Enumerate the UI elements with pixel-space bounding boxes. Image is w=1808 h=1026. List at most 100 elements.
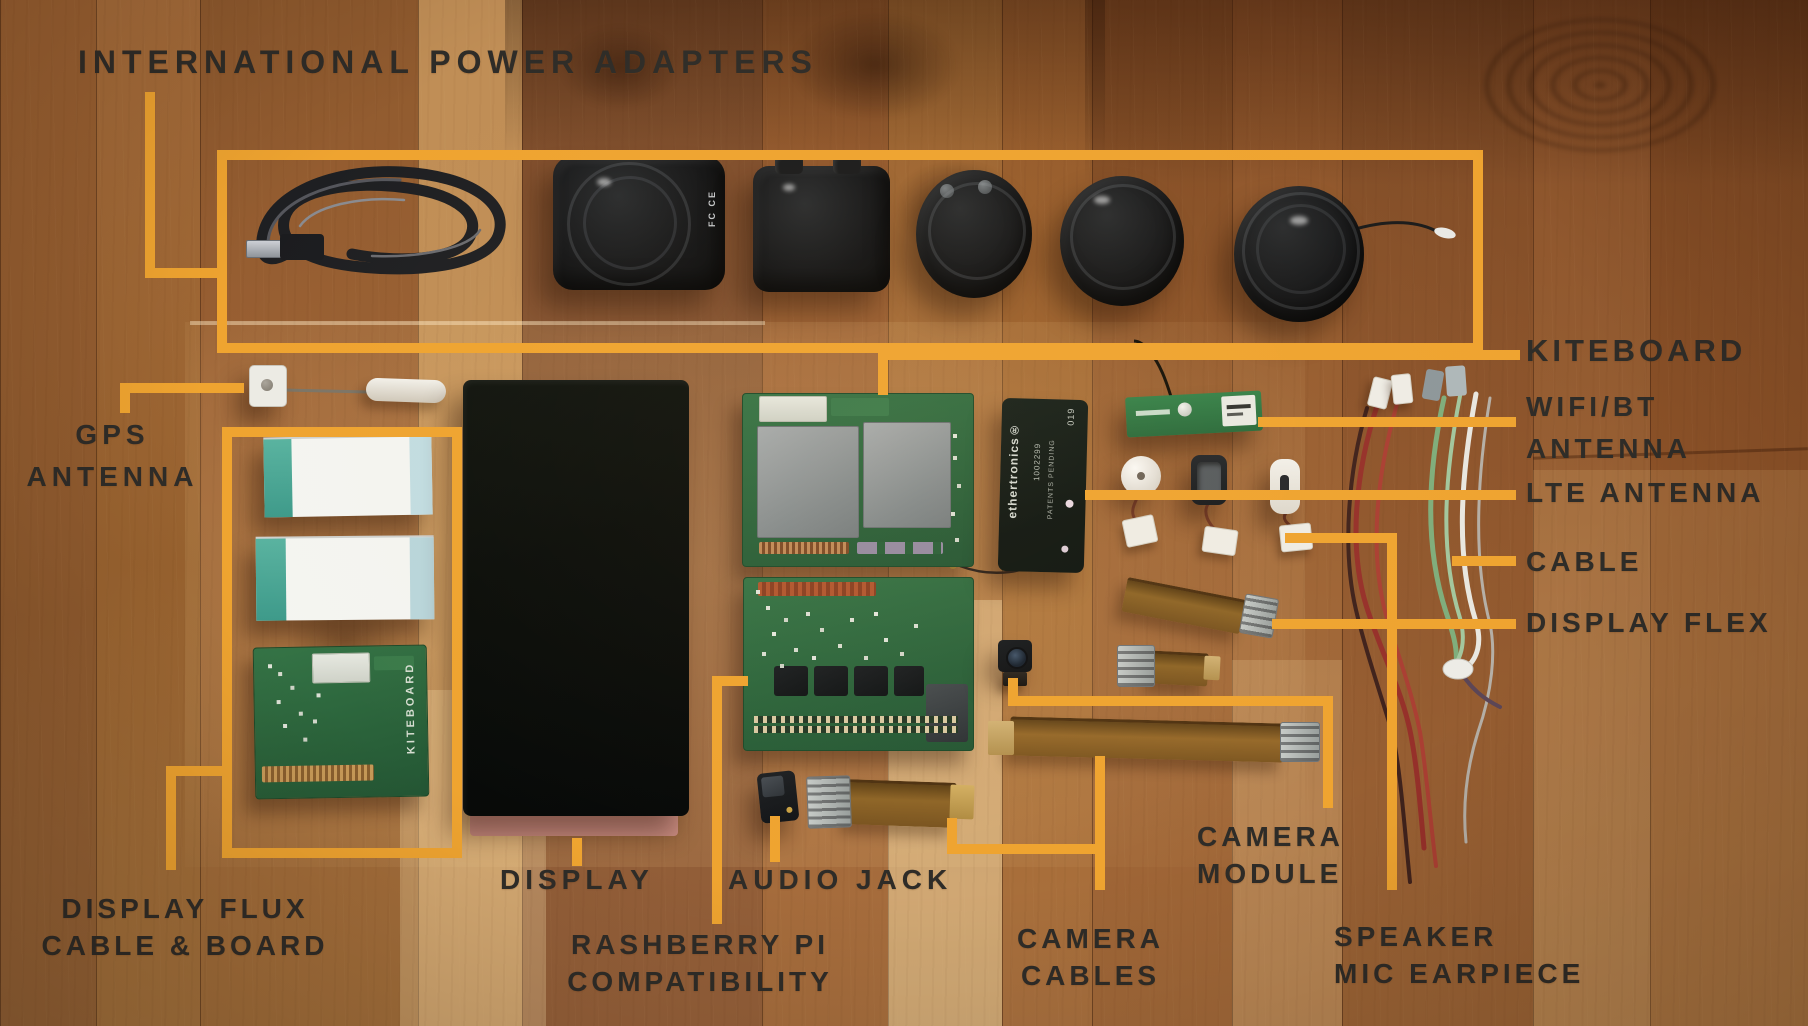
- camera-flex-connector: [1280, 722, 1320, 762]
- label-line: CAMERA: [1197, 821, 1344, 852]
- wood-plank: [1092, 0, 1233, 1026]
- gps-antenna-module: [249, 365, 287, 407]
- callout-line-kiteboard-h: [878, 350, 1520, 360]
- lte-antenna-card: ethertronics® 1002299 PATENTS PENDING 01…: [997, 397, 1089, 574]
- gpio-pin-row: [754, 716, 958, 723]
- kiteboard-pcb: [742, 393, 974, 567]
- sd-card-slot: [926, 684, 968, 742]
- camera-module: [998, 640, 1032, 672]
- callout-line-lte: [1085, 490, 1516, 500]
- label-line: WIFI/BT: [1526, 391, 1659, 422]
- wood-plank: [1342, 0, 1534, 1026]
- gps-antenna-stick: [365, 377, 447, 404]
- power-adapter-main: FC CE: [553, 156, 725, 290]
- gpio-pin-row: [754, 726, 958, 733]
- label-line: CAMERA: [1017, 923, 1164, 954]
- callout-line-camera-module-h: [1008, 696, 1333, 706]
- speaker-connector: [1201, 525, 1239, 557]
- label-line: MODULE: [1197, 858, 1343, 889]
- flex-ribbon-tip: [1203, 655, 1221, 681]
- kiteboard-zif: [831, 398, 889, 416]
- flex-ribbon-short: [1149, 650, 1209, 687]
- display-flex-connector: [1238, 593, 1280, 639]
- callout-line-power-v: [145, 92, 155, 278]
- label-speaker-mic-earpiece: SPEAKER MIC EARPIECE: [1334, 918, 1584, 992]
- label-cable: CABLE: [1526, 546, 1643, 577]
- wifi-strip-connector: [1177, 402, 1193, 417]
- label-line: RASHBERRY PI: [570, 929, 830, 960]
- camera-flex-gold-tab: [949, 784, 975, 820]
- label-line: ANTENNA: [1526, 433, 1691, 464]
- wifi-bt-antenna-strip: [1125, 390, 1263, 438]
- label-lte-antenna: LTE ANTENNA: [1526, 477, 1765, 508]
- lte-card-brand: ethertronics®: [1005, 422, 1022, 519]
- pi-chip: [854, 666, 888, 696]
- bundle-end-connector: [1442, 658, 1474, 680]
- lte-card-serial: 1002299: [1032, 442, 1043, 482]
- label-line: MIC EARPIECE: [1334, 958, 1585, 989]
- wood-knot: [560, 25, 680, 110]
- label-display-flex: DISPLAY FLEX: [1526, 607, 1772, 638]
- callout-line-raspberry-v: [712, 676, 722, 924]
- callout-line-raspberry-h: [712, 676, 748, 686]
- bundle-connector: [1390, 373, 1414, 405]
- label-line: SPEAKER: [1334, 921, 1498, 952]
- callout-line-camera-cables-v2: [1095, 756, 1105, 890]
- lte-card-solder-pad: [1061, 545, 1069, 553]
- label-wifi-bt-antenna: WIFI/BT ANTENNA: [1526, 386, 1691, 470]
- lte-card-code: 019: [1065, 407, 1077, 426]
- camera-flex-end-tab: [988, 721, 1014, 755]
- callout-line-power-h: [145, 268, 222, 278]
- label-international-power-adapters: INTERNATIONAL POWER ADAPTERS: [78, 44, 818, 80]
- power-adapter-uk: [753, 154, 890, 292]
- camera-flex-long: [1009, 716, 1285, 763]
- pi-board-connector: [758, 582, 876, 596]
- label-camera-module: CAMERA MODULE: [1197, 818, 1344, 892]
- power-adapter-eu: [916, 170, 1032, 298]
- pi-compatibility-board: [743, 577, 974, 751]
- label-line: ANTENNA: [26, 461, 199, 492]
- callout-line-speaker-h: [1285, 533, 1397, 543]
- callout-line-display: [572, 838, 582, 866]
- lte-card-solder-pad: [1065, 499, 1074, 508]
- label-display-flux-cable-board: DISPLAY FLUX CABLE & BOARD: [25, 890, 345, 964]
- label-line: DISPLAY FLUX: [61, 893, 309, 924]
- label-gps-antenna: GPS ANTENNA: [15, 414, 210, 498]
- adapter-wire: [1351, 221, 1439, 234]
- camera-flex-connector-2: [806, 775, 852, 829]
- callout-line-flux-v: [166, 766, 176, 870]
- label-line: COMPATIBILITY: [567, 966, 833, 997]
- wifi-strip-marking: [1135, 409, 1170, 417]
- callout-line-camera-module-v1: [1008, 678, 1018, 706]
- bundle-connector-gray: [1444, 365, 1468, 397]
- earpiece-module: [1270, 459, 1300, 514]
- kiteboard-components: [953, 434, 957, 438]
- wood-plank: [1650, 0, 1808, 1026]
- label-camera-cables: CAMERA CABLES: [1008, 920, 1173, 994]
- power-adapter-round: [1060, 176, 1184, 306]
- power-adapter-round-2: [1234, 186, 1364, 322]
- display-panel: [463, 380, 689, 816]
- gps-antenna-rod: [283, 388, 369, 394]
- label-line: CABLES: [1020, 960, 1161, 991]
- callout-box-power-adapters: [217, 150, 1483, 353]
- pi-board-components: [756, 590, 760, 594]
- callout-line-speaker-v: [1387, 533, 1397, 890]
- callout-box-display-flux: [222, 427, 462, 858]
- pi-chip: [774, 666, 808, 696]
- label-line: CABLE & BOARD: [41, 930, 329, 961]
- kiteboard-connectors: [857, 542, 943, 554]
- callout-line-cable: [1452, 556, 1516, 566]
- callout-line-audio-jack: [770, 816, 780, 862]
- flex-connector: [1117, 645, 1155, 687]
- callout-line-gps-h: [120, 383, 244, 393]
- label-display: DISPLAY: [500, 864, 654, 895]
- callout-line-camera-cables-h: [947, 844, 1105, 854]
- adapter-wire-tip: [1434, 227, 1456, 239]
- callout-line-wifi: [1258, 417, 1516, 427]
- wood-knot-swirl: [1470, 10, 1730, 160]
- label-raspberry-pi-compatibility: RASHBERRY PI COMPATIBILITY: [535, 926, 865, 1000]
- label-audio-jack: AUDIO JACK: [728, 864, 953, 895]
- wifi-strip-label: [1221, 394, 1257, 427]
